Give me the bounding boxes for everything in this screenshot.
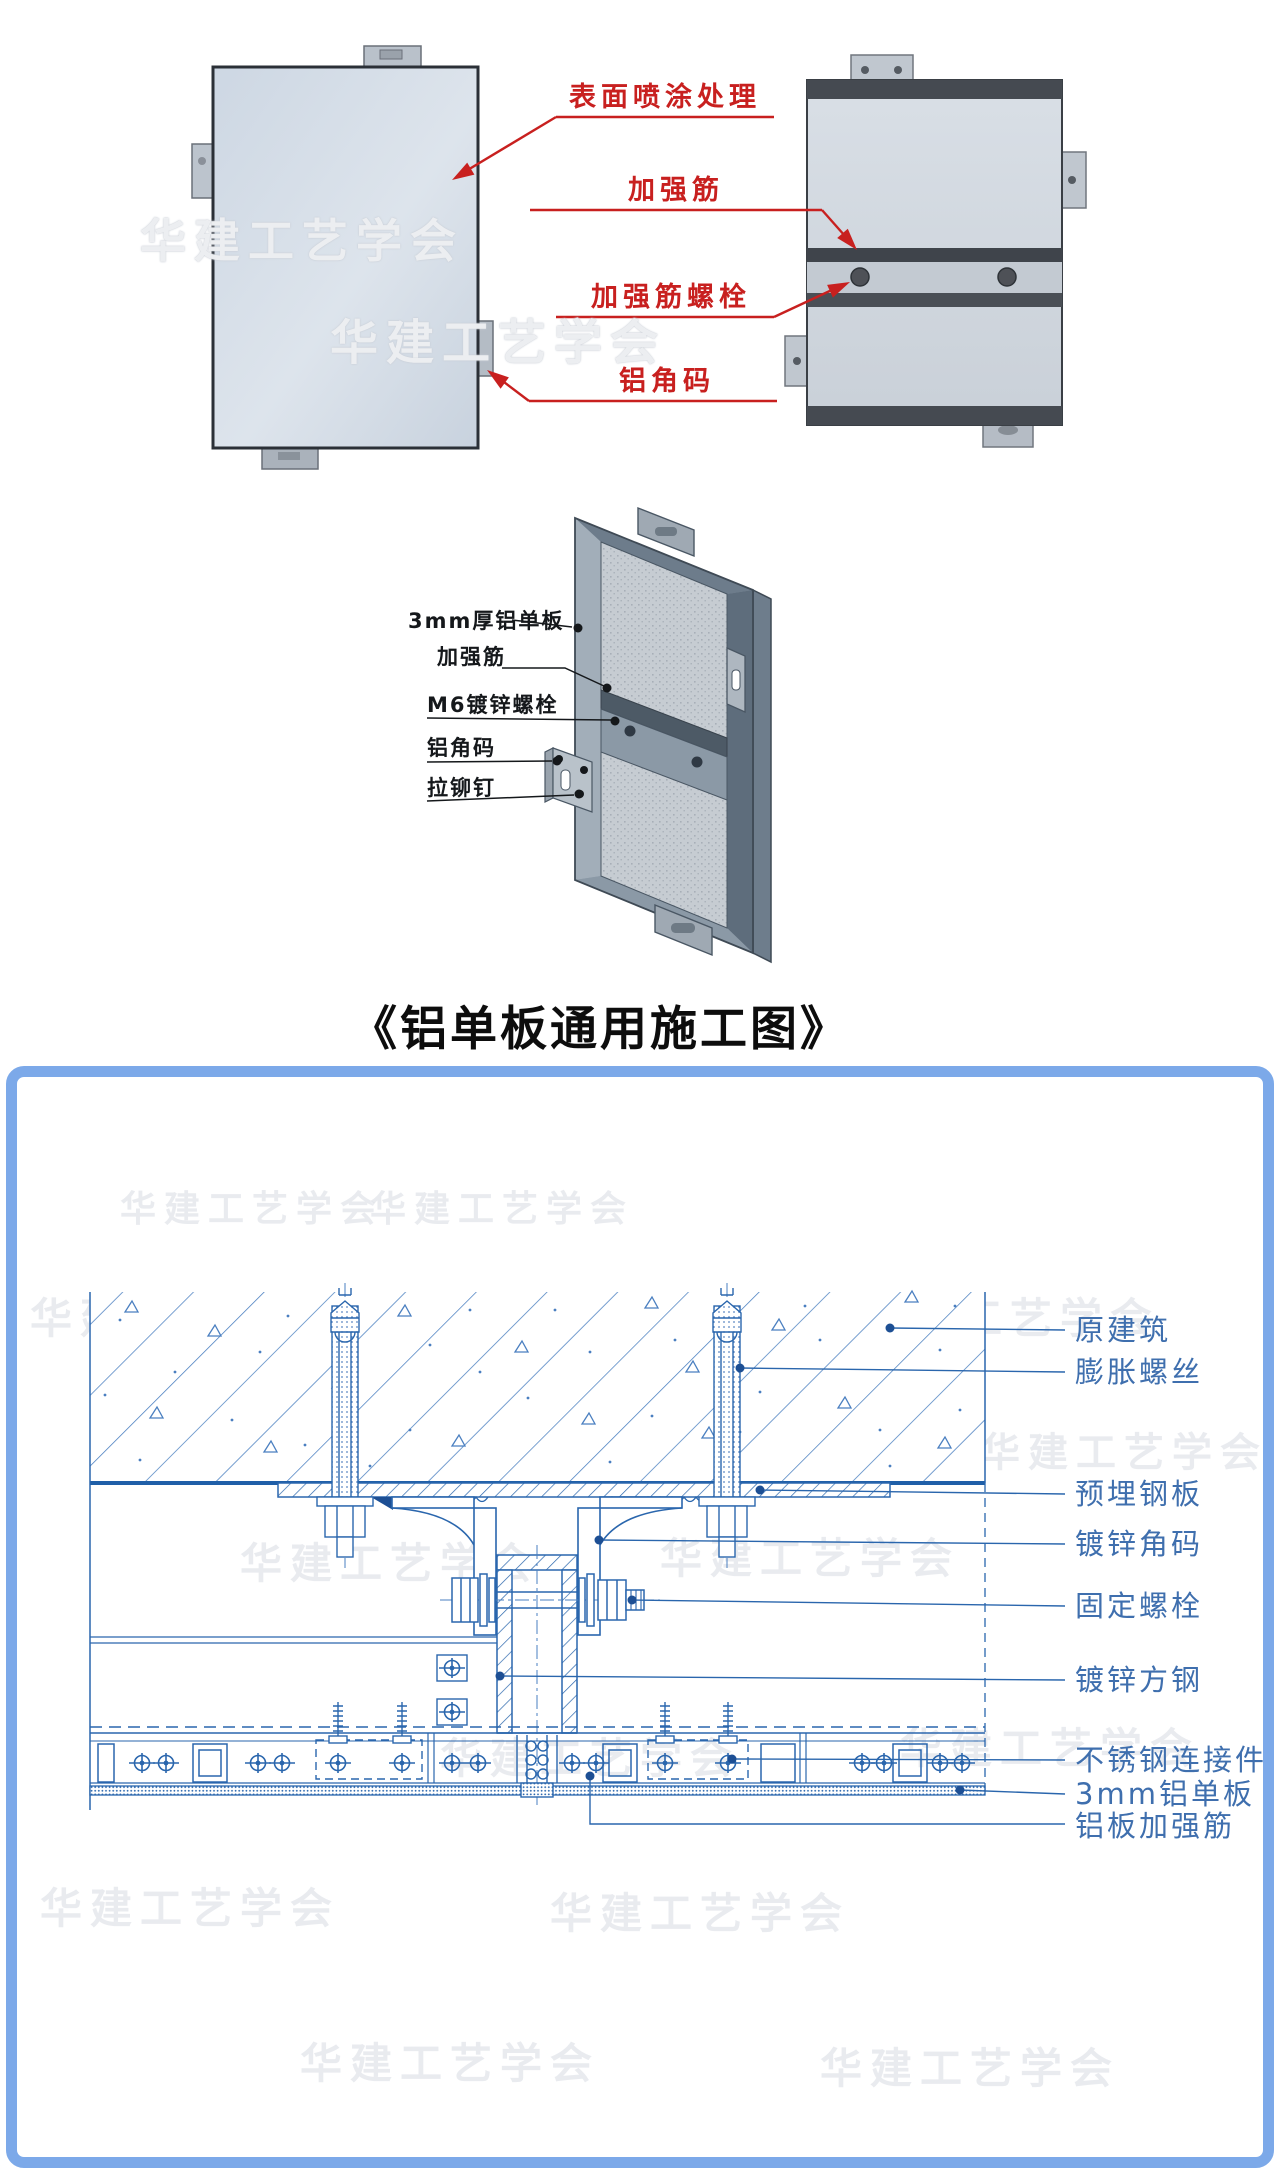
red-leader-lines — [465, 115, 846, 403]
isometric-rib — [600, 689, 728, 801]
leader-dots — [552, 623, 620, 799]
label-rib: 加强筋 — [628, 174, 724, 206]
label-embedded-plate: 预埋钢板 — [1075, 1477, 1203, 1511]
panel-joint — [516, 1735, 558, 1798]
label-m6-bolt: M6镀锌螺栓 — [427, 693, 559, 717]
red-arrowheads — [452, 162, 857, 389]
label-rivet: 拉铆钉 — [427, 776, 496, 800]
label-rib-bolt: 加强筋螺栓 — [591, 281, 751, 313]
label-corner-code: 铝角码 — [619, 365, 715, 397]
label-iso-corner-code: 铝角码 — [427, 736, 496, 760]
isometric-panel — [544, 506, 772, 964]
label-panel-stiffener: 铝板加强筋 — [1075, 1809, 1235, 1843]
label-fixing-bolt: 固定螺栓 — [1075, 1589, 1203, 1623]
label-surface-coating: 表面喷涂处理 — [569, 81, 761, 113]
construction-section-drawing: 原建筑 膨胀螺丝 预埋钢板 镀锌角码 固定螺栓 镀锌方钢 不锈钢连接件 3mm铝… — [89, 1282, 1267, 1843]
label-original-building: 原建筑 — [1075, 1313, 1171, 1347]
stainless-connector-clamps — [90, 1636, 497, 1726]
page-title: 《铝单板通用施工图》 — [350, 1002, 850, 1057]
label-iso-rib: 加强筋 — [436, 645, 506, 669]
panel-stiffener-dashed — [315, 1739, 423, 1780]
panel-photos-diagram: 表面喷涂处理 加强筋 加强筋螺栓 铝角码 — [191, 45, 1087, 470]
label-3mm-aluminum-panel: 3mm铝单板 — [1075, 1777, 1255, 1811]
front-panel-photo — [191, 45, 494, 470]
concrete-slab — [90, 1289, 985, 1485]
blue-leader-lines — [499, 1327, 1066, 1825]
label-3mm-panel: 3mm厚铝单板 — [408, 609, 564, 633]
stiffener-rib-photo — [807, 248, 1062, 307]
isometric-assembly-diagram: 3mm厚铝单板 加强筋 M6镀锌螺栓 铝角码 拉铆钉 — [408, 506, 772, 964]
detail-frame — [6, 1066, 1274, 2168]
aluminum-panel-band — [89, 1701, 986, 1798]
label-expansion-screw: 膨胀螺丝 — [1075, 1355, 1203, 1389]
label-stainless-connector: 不锈钢连接件 — [1075, 1743, 1267, 1777]
label-galvanized-angle: 镀锌角码 — [1075, 1527, 1203, 1561]
blue-leader-dots — [495, 1323, 965, 1795]
back-panel-photo — [784, 54, 1087, 448]
black-leader-lines — [426, 619, 612, 802]
label-galvanized-square-tube: 镀锌方钢 — [1075, 1663, 1203, 1697]
galvanized-square-tube — [496, 1545, 578, 1805]
fixing-bolt — [440, 1573, 660, 1627]
